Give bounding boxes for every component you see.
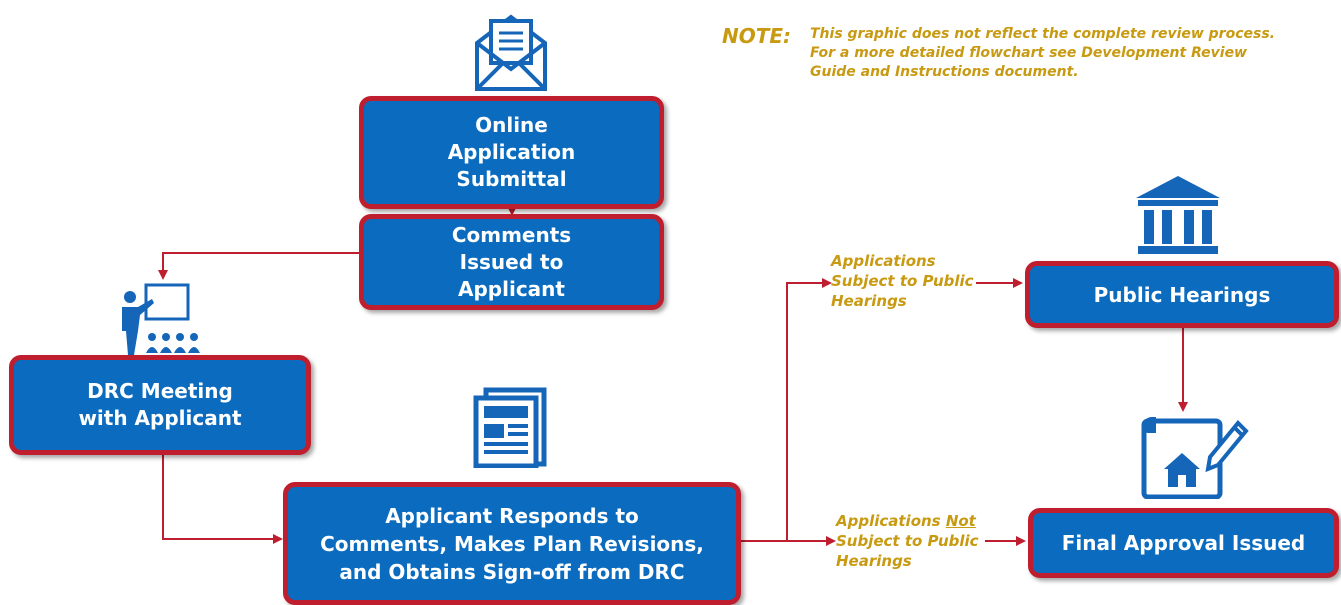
comments-issued-box: Comments Issued to Applicant	[359, 214, 664, 310]
comments-issued-label: Comments Issued to Applicant	[451, 222, 572, 301]
online-application-submittal-box: Online Application Submittal	[359, 96, 664, 209]
note-text: This graphic does not reflect the comple…	[810, 26, 1275, 80]
presenter-audience-icon	[122, 283, 200, 355]
applicant-responds-label: Applicant Responds to Comments, Makes Pl…	[320, 503, 704, 584]
label-not-prefix: Applications	[836, 512, 946, 530]
label-subject-to-public-hearings: Applications Subject to Public Hearings	[831, 252, 974, 310]
arrow-drc-to-respond	[162, 455, 283, 544]
final-approval-label: Final Approval Issued	[1061, 531, 1306, 555]
courthouse-icon	[1136, 176, 1220, 254]
envelope-document-icon	[475, 14, 547, 91]
applicant-responds-box: Applicant Responds to Comments, Makes Pl…	[283, 482, 741, 605]
public-hearings-box: Public Hearings	[1025, 261, 1339, 328]
arrow-comments-to-drc	[158, 252, 359, 280]
online-application-submittal-label: Online Application Submittal	[447, 113, 576, 191]
blueprint-house-pen-icon	[1141, 417, 1249, 499]
label-not-word: Not	[945, 512, 976, 530]
note-label: NOTE:	[722, 24, 792, 48]
drc-meeting-label: DRC Meeting with Applicant	[78, 379, 242, 430]
final-approval-box: Final Approval Issued	[1028, 508, 1339, 578]
arrow-to-subject-label	[786, 278, 832, 541]
newspaper-document-icon	[473, 387, 547, 468]
drc-meeting-box: DRC Meeting with Applicant	[9, 355, 311, 455]
label-not-subject-to-public-hearings: Applications Not Subject to Public Heari…	[836, 511, 979, 571]
label-not-suffix: Subject to Public Hearings	[836, 532, 979, 570]
public-hearings-label: Public Hearings	[1093, 282, 1271, 307]
